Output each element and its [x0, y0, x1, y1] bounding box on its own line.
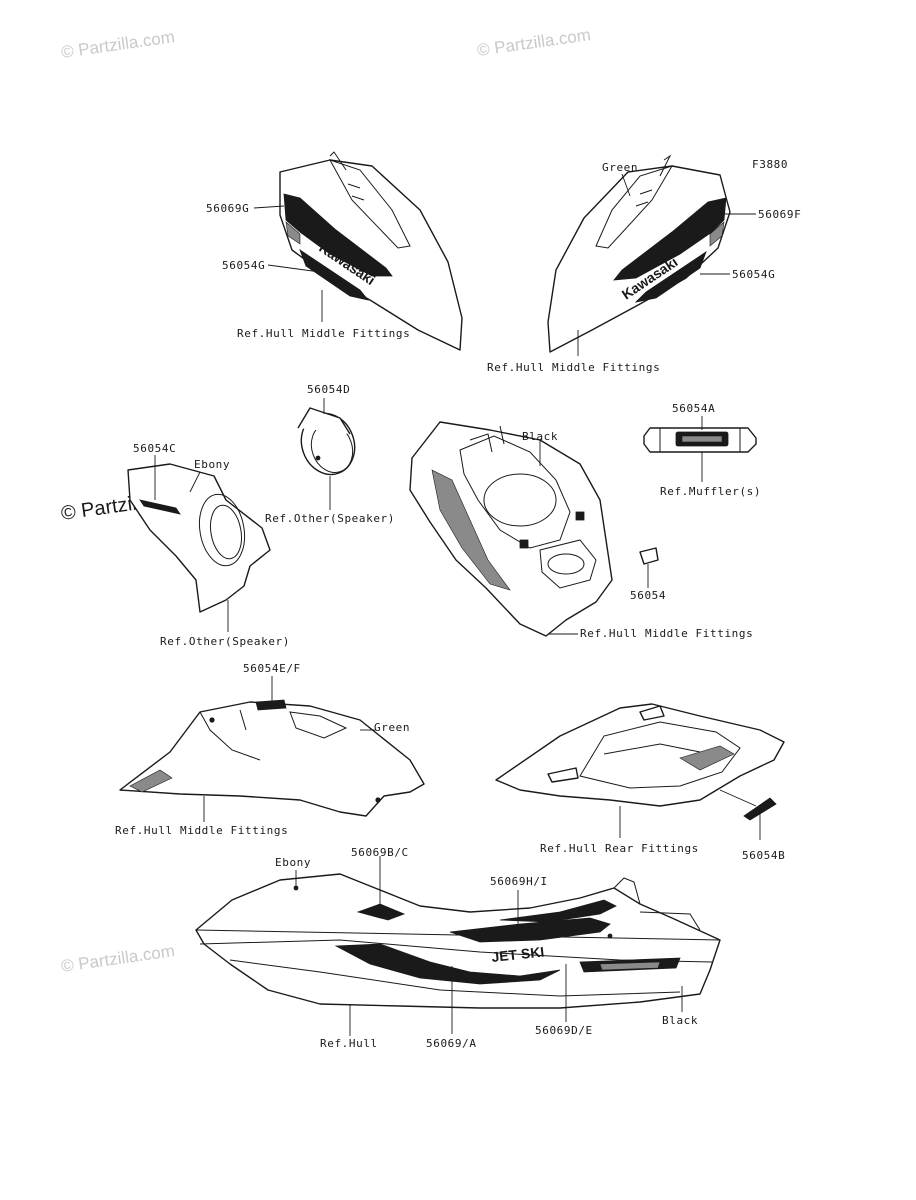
label-ref-hull-middle-1: Ref.Hull Middle Fittings [237, 327, 410, 340]
label-56069A: 56069/A [426, 1037, 477, 1050]
label-ref-hull-middle-4: Ref.Hull Middle Fittings [115, 824, 288, 837]
label-ref-hull-rear: Ref.Hull Rear Fittings [540, 842, 699, 855]
label-56069G: 56069G [206, 202, 249, 215]
label-ref-mufflers: Ref.Muffler(s) [660, 485, 761, 498]
label-56054A: 56054A [672, 402, 715, 415]
label-56054: 56054 [630, 589, 666, 602]
watermark-top-center: © Partzilla.com [476, 25, 592, 60]
label-black-mid: Black [522, 430, 558, 443]
label-ref-hull-middle-2: Ref.Hull Middle Fittings [487, 361, 660, 374]
hull-middle-fittings [409, 421, 659, 637]
watermark-bottom-left: © Partzilla.com [60, 941, 176, 976]
muffler [643, 427, 757, 453]
label-56054D: 56054D [307, 383, 350, 396]
label-ref-hull: Ref.Hull [320, 1037, 378, 1050]
watermark-top-left: © Partzilla.com [60, 27, 176, 62]
label-56069HI: 56069H/I [490, 875, 548, 888]
label-56069F: 56069F [758, 208, 801, 221]
label-ebony-hull: Ebony [275, 856, 311, 869]
label-56069BC: 56069B/C [351, 846, 409, 859]
label-ref-hull-middle-3: Ref.Hull Middle Fittings [580, 627, 753, 640]
front-deck [119, 699, 425, 817]
label-56054G-right: 56054G [732, 268, 775, 281]
rear-deck [495, 703, 785, 821]
speaker-housing [127, 463, 271, 613]
right-side-cover: Kawasaki [547, 154, 731, 353]
speaker-cap [297, 407, 356, 476]
hull-jetski-logo: JET SKI [491, 944, 545, 965]
label-green-deck: Green [374, 721, 410, 734]
label-56054EF: 56054E/F [243, 662, 301, 675]
label-56054G-left: 56054G [222, 259, 265, 272]
label-ref-other-speaker-2: Ref.Other(Speaker) [160, 635, 290, 648]
label-black-hull: Black [662, 1014, 698, 1027]
figure-code: F3880 [752, 158, 788, 171]
label-56069DE: 56069D/E [535, 1024, 593, 1037]
label-ref-other-speaker-1: Ref.Other(Speaker) [265, 512, 395, 525]
left-side-cover: Kawasaki [279, 151, 463, 351]
label-56054C: 56054C [133, 442, 176, 455]
label-ebony-speaker: Ebony [194, 458, 230, 471]
hull: JET SKI [195, 873, 721, 1009]
label-green-top: Green [602, 161, 638, 174]
label-56054B: 56054B [742, 849, 785, 862]
